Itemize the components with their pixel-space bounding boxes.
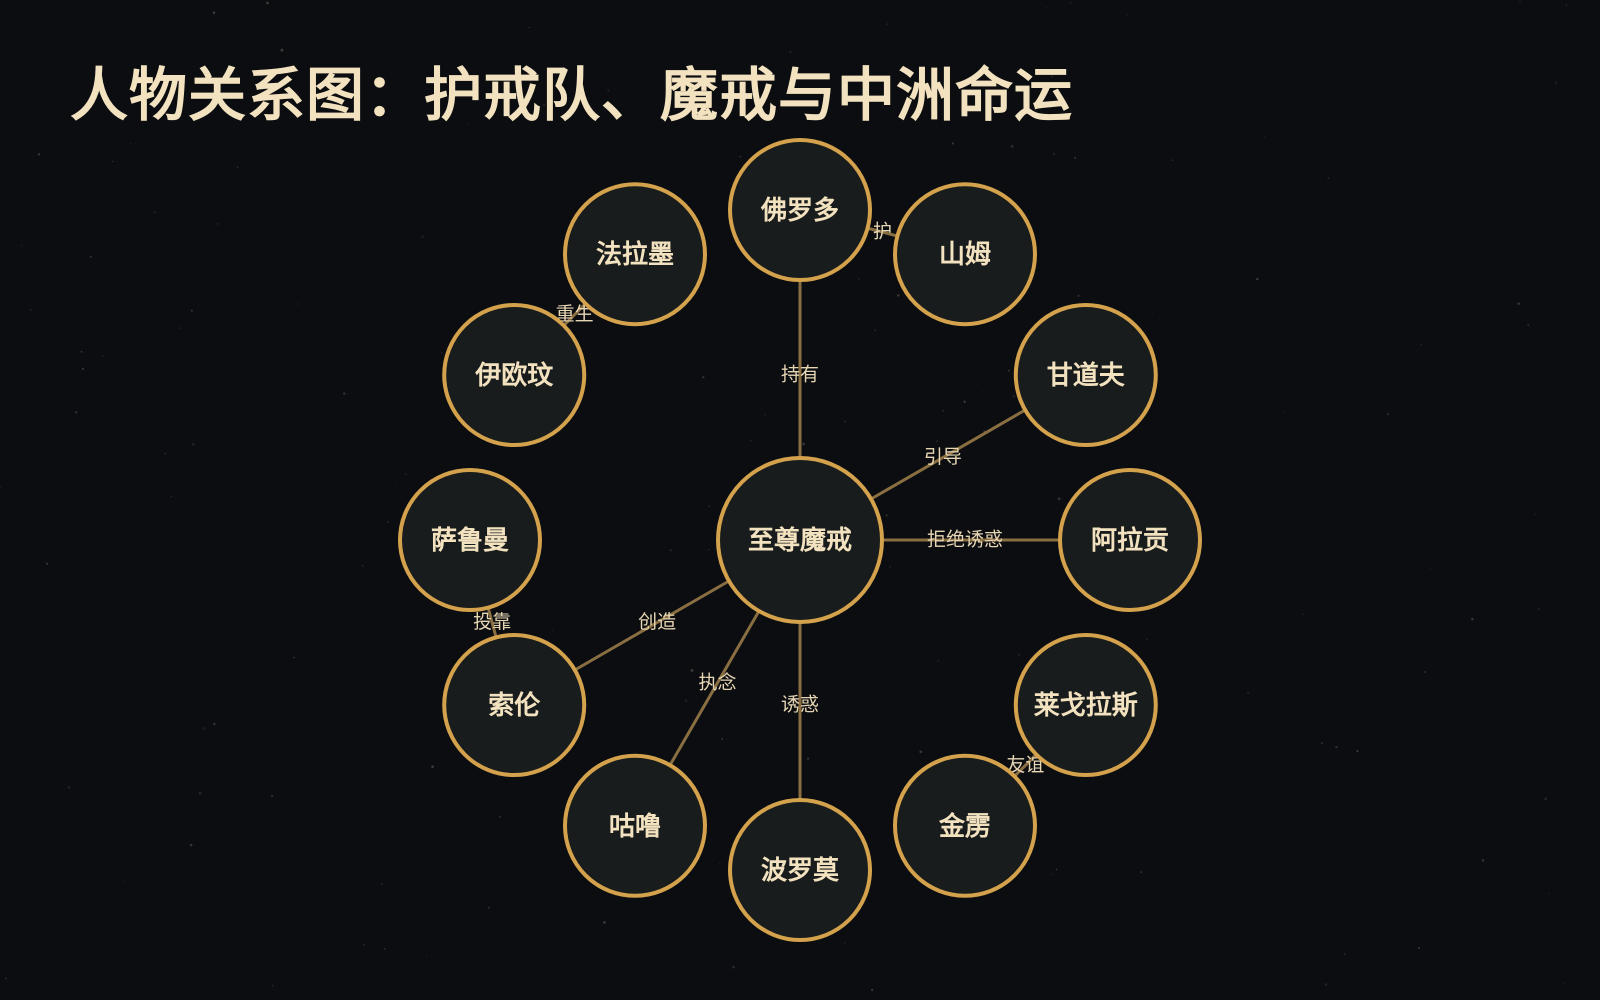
node-aragorn[interactable]: 阿拉贡 xyxy=(1058,468,1202,612)
node-gandalf[interactable]: 甘道夫 xyxy=(1013,303,1158,447)
node-label: 佛罗多 xyxy=(760,196,839,226)
edge-line xyxy=(1013,753,1038,778)
node-circle[interactable] xyxy=(728,798,872,942)
edge-frodo-ring: 持有 xyxy=(781,280,819,458)
edge-label: 拒绝诱惑 xyxy=(927,529,1003,551)
node-label: 莱戈拉斯 xyxy=(1034,690,1138,721)
node-circle[interactable] xyxy=(563,753,707,898)
edge-eowyn-faramir: 重生 xyxy=(556,302,594,327)
node-legolas[interactable]: 莱戈拉斯 xyxy=(1013,633,1158,777)
node-circle[interactable] xyxy=(716,456,884,624)
edge-label: 重生 xyxy=(556,303,594,325)
edge-ring-aragorn: 拒绝诱惑 xyxy=(882,529,1060,551)
page-title: 人物关系图：护戒队、魔戒与中洲命运 xyxy=(70,61,1074,129)
node-circle[interactable] xyxy=(442,633,587,777)
edge-label: 执念 xyxy=(698,670,736,693)
edge-label: 诱惑 xyxy=(781,694,819,716)
edge-line xyxy=(867,226,898,238)
node-eowyn[interactable]: 伊欧玟 xyxy=(442,303,587,447)
node-label: 法拉墨 xyxy=(596,239,674,270)
node-label: 金雳 xyxy=(938,811,991,842)
node-sauron[interactable]: 索伦 xyxy=(442,633,587,777)
edge-line xyxy=(562,302,587,327)
edge-line xyxy=(574,579,730,672)
node-label: 波罗莫 xyxy=(761,856,840,886)
node-circle[interactable] xyxy=(728,138,872,282)
edge-gandalf-ring: 引导 xyxy=(870,408,1026,501)
node-circle[interactable] xyxy=(563,182,707,327)
node-circle[interactable] xyxy=(398,468,542,612)
node-saruman[interactable]: 萨鲁曼 xyxy=(398,468,542,612)
edge-label: 持有 xyxy=(781,364,819,386)
edge-line xyxy=(486,607,498,638)
node-circle[interactable] xyxy=(1013,633,1158,777)
edge-frodo-sam: 护 xyxy=(867,221,898,243)
edge-label: 护 xyxy=(873,221,892,243)
node-sam[interactable]: 山姆 xyxy=(893,182,1037,327)
node-label: 伊欧玟 xyxy=(474,360,554,391)
edge-label: 创造 xyxy=(638,611,676,633)
node-boromir[interactable]: 波罗莫 xyxy=(728,798,872,942)
edge-label: 投靠 xyxy=(473,611,511,633)
node-circle[interactable] xyxy=(1058,468,1202,612)
node-circle[interactable] xyxy=(442,303,587,447)
node-faramir[interactable]: 法拉墨 xyxy=(563,182,707,327)
edge-gollum-ring: 执念 xyxy=(668,610,761,766)
node-frodo[interactable]: 佛罗多 xyxy=(728,138,872,282)
node-label: 索伦 xyxy=(488,690,541,721)
edge-label: 友谊 xyxy=(1006,754,1044,776)
edge-line xyxy=(870,408,1026,501)
node-label: 山姆 xyxy=(939,240,991,270)
edge-label: 引导 xyxy=(924,446,962,468)
node-circle[interactable] xyxy=(893,182,1037,327)
edge-saruman-sauron: 投靠 xyxy=(473,607,511,638)
edge-legolas-gimli: 友谊 xyxy=(1006,753,1044,778)
node-circle[interactable] xyxy=(1013,303,1158,447)
node-label: 阿拉贡 xyxy=(1091,525,1169,556)
edge-ring-boromir: 诱惑 xyxy=(781,622,819,800)
node-label: 至尊魔戒 xyxy=(748,525,852,556)
node-label: 咕噜 xyxy=(609,812,661,842)
node-label: 甘道夫 xyxy=(1047,360,1126,391)
node-gimli[interactable]: 金雳 xyxy=(893,753,1037,898)
node-label: 萨鲁曼 xyxy=(431,526,509,556)
node-ring[interactable]: 至尊魔戒 xyxy=(716,456,884,624)
edge-line xyxy=(668,610,761,766)
node-gollum[interactable]: 咕噜 xyxy=(563,753,707,898)
edge-sauron-ring: 创造 xyxy=(574,579,730,672)
node-circle[interactable] xyxy=(893,753,1037,898)
